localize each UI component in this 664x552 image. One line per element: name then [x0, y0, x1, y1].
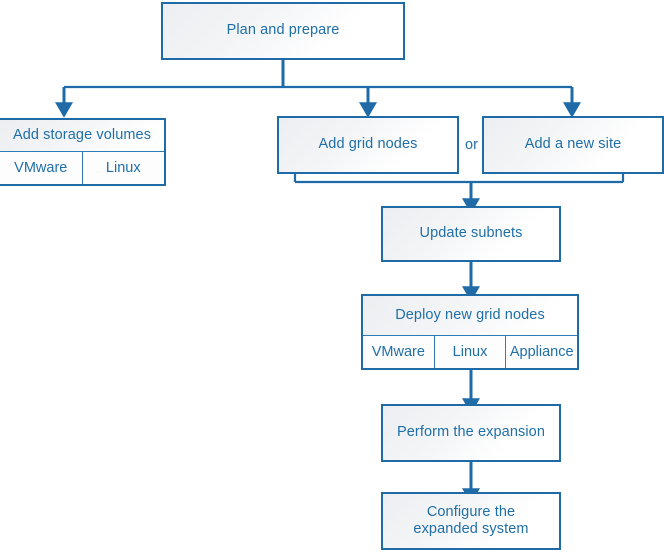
- node-label-add-grid-nodes: Add grid nodes: [318, 136, 418, 153]
- node-label-deploy-new-grid-nodes: Deploy new grid nodes: [395, 306, 545, 323]
- subcell-vmware[interactable]: VMware: [0, 152, 82, 184]
- subcell-linux[interactable]: Linux: [433, 336, 506, 368]
- subcell-vmware[interactable]: VMware: [363, 336, 434, 368]
- subcell-linux[interactable]: Linux: [81, 152, 164, 184]
- node-plan-and-prepare[interactable]: Plan and prepare: [161, 2, 405, 60]
- node-configure-the-expanded-system[interactable]: Configure the expanded system: [381, 492, 561, 550]
- node-label-plan-and-prepare: Plan and prepare: [226, 22, 340, 39]
- node-add-grid-nodes[interactable]: Add grid nodes: [277, 116, 459, 174]
- node-subrow-deploy-new-grid-nodes: VMware Linux Appliance: [363, 335, 578, 368]
- node-update-subnets[interactable]: Update subnets: [381, 206, 561, 262]
- node-perform-the-expansion[interactable]: Perform the expansion: [381, 404, 561, 462]
- node-add-a-new-site[interactable]: Add a new site: [482, 116, 664, 174]
- node-label-line-1: Configure the: [426, 503, 516, 520]
- node-label-add-a-new-site: Add a new site: [524, 136, 622, 153]
- node-label-perform-the-expansion: Perform the expansion: [397, 424, 545, 441]
- node-label-update-subnets: Update subnets: [419, 225, 523, 242]
- node-label-line-2: expanded system: [413, 521, 529, 537]
- subcell-appliance[interactable]: Appliance: [505, 336, 578, 368]
- node-label-configure-the-expanded-system: Configure the expanded system: [383, 494, 559, 548]
- node-deploy-new-grid-nodes[interactable]: Deploy new grid nodes VMware Linux Appli…: [361, 294, 579, 370]
- node-subrow-add-storage-volumes: VMware Linux: [0, 151, 164, 184]
- node-label-add-storage-volumes: Add storage volumes: [12, 126, 152, 143]
- connector-label-or: or: [465, 137, 478, 153]
- node-add-storage-volumes[interactable]: Add storage volumes VMware Linux: [0, 118, 166, 186]
